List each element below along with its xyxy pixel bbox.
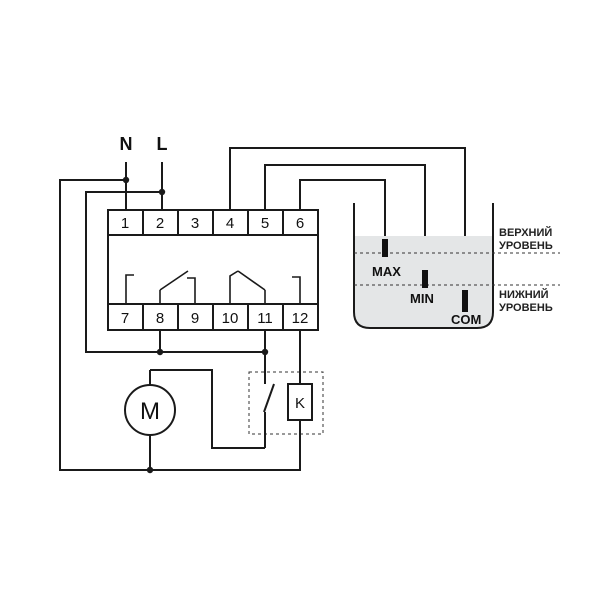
com-label: COM [451, 312, 481, 327]
top-terminals: 1 2 3 4 5 6 [121, 215, 304, 232]
contact-11-blade [237, 270, 266, 291]
coil-return-wire [150, 420, 301, 471]
lower-level-label-line2: УРОВЕНЬ [499, 302, 553, 314]
supply-wiring [59, 162, 269, 471]
junction-dot [156, 348, 164, 356]
terminal-10-label: 10 [222, 310, 239, 327]
terminal-6-label: 6 [296, 215, 304, 232]
relay-body [107, 209, 319, 331]
contact-10 [229, 270, 239, 304]
contact-7 [125, 274, 134, 304]
contact-12 [292, 276, 301, 304]
lower-level-label-line1: НИЖНИЙ [499, 288, 549, 301]
terminal-9-label: 9 [191, 310, 199, 327]
neutral-label: N [120, 134, 133, 154]
min-probe [422, 270, 428, 288]
terminal-3-label: 3 [191, 215, 199, 232]
max-label: MAX [372, 264, 401, 279]
min-probe-wire [264, 164, 426, 272]
line-label: L [157, 134, 168, 154]
motor: M [124, 369, 265, 474]
probe-wiring [229, 147, 466, 292]
neutral-return-wire [59, 179, 150, 471]
terminal-2-label: 2 [156, 215, 164, 232]
terminal-8-label: 8 [156, 310, 164, 327]
coil-label: K [295, 395, 305, 412]
level-labels: ВЕРХНИЙ УРОВЕНЬ НИЖНИЙ УРОВЕНЬ [499, 226, 553, 314]
contact-8-blade [159, 270, 189, 291]
tank-outline [353, 203, 494, 329]
contactor: K [150, 330, 324, 471]
com-probe-wire [229, 147, 466, 292]
max-probe [382, 239, 388, 257]
bottom-terminals: 7 8 9 10 11 12 [121, 310, 309, 327]
motor-label: M [140, 398, 160, 425]
min-label: MIN [410, 291, 434, 306]
line-bus-wire [85, 191, 266, 353]
upper-level-label-line2: УРОВЕНЬ [499, 240, 553, 252]
terminal-5-label: 5 [261, 215, 269, 232]
contact-9 [187, 277, 196, 304]
terminal-12-label: 12 [292, 310, 309, 327]
terminal-1-label: 1 [121, 215, 129, 232]
com-probe [462, 290, 468, 312]
terminal-7-label: 7 [121, 310, 129, 327]
junction-dot [146, 466, 154, 474]
contactor-frame [248, 371, 324, 435]
probes: MAX MIN COM [372, 239, 481, 327]
max-probe-wire [299, 179, 386, 240]
contactor-switch-blade [263, 383, 275, 413]
motor-feed-wire [150, 369, 265, 449]
terminal-11-label: 11 [257, 310, 273, 327]
relay-contacts [125, 270, 301, 304]
upper-level-label-line1: ВЕРХНИЙ [499, 226, 552, 239]
terminal-4-label: 4 [226, 215, 234, 232]
